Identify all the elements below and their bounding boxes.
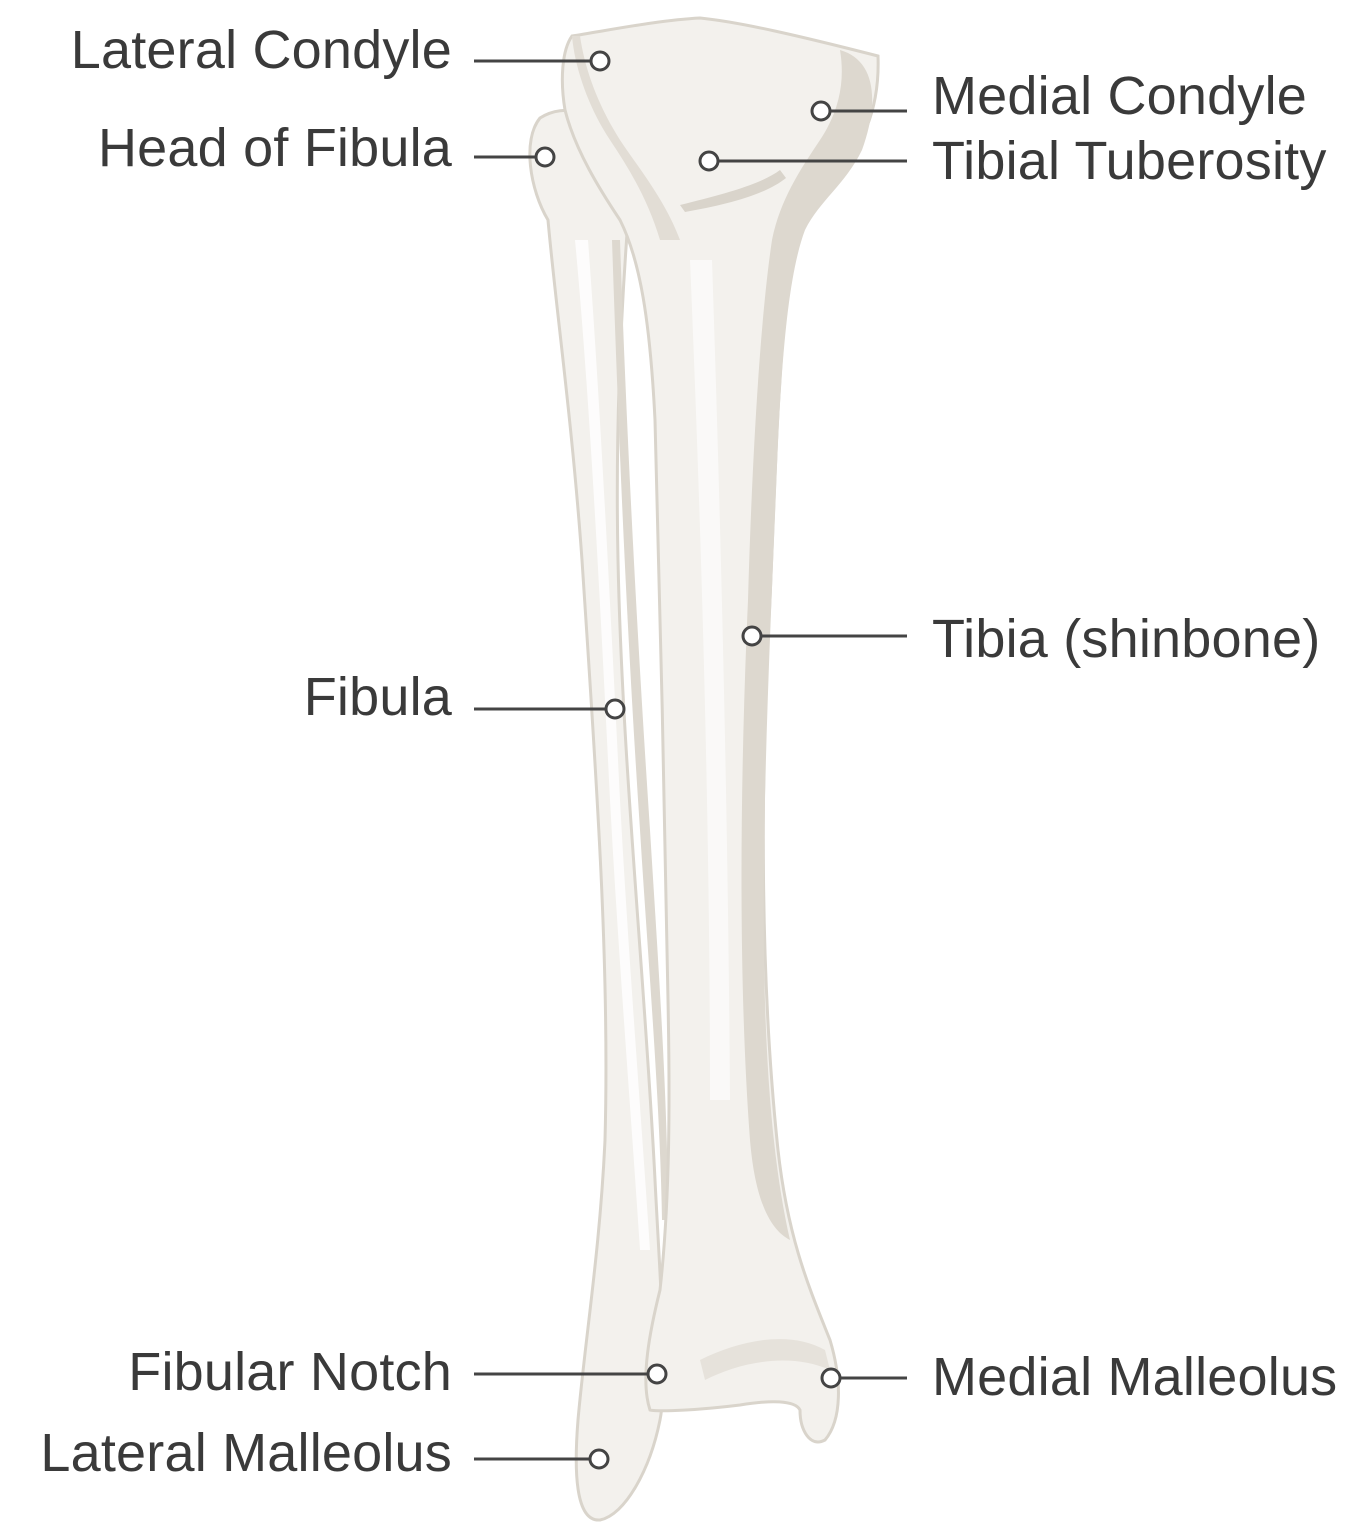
label-fibula: Fibula: [304, 667, 452, 727]
label-medial-condyle: Medial Condyle: [932, 66, 1307, 126]
marker-tibia: [743, 627, 761, 645]
marker-fibula: [606, 700, 624, 718]
label-lateral-malleolus: Lateral Malleolus: [40, 1423, 452, 1483]
marker-tibial-tuberosity: [700, 152, 718, 170]
marker-medial-condyle: [812, 102, 830, 120]
label-lateral-condyle: Lateral Condyle: [71, 20, 452, 80]
label-tibia: Tibia (shinbone): [932, 609, 1320, 669]
marker-fibular-notch: [648, 1365, 666, 1383]
label-fibular-notch: Fibular Notch: [128, 1342, 452, 1402]
marker-lateral-malleolus: [590, 1450, 608, 1468]
marker-medial-malleolus: [822, 1369, 840, 1387]
label-tibial-tuberosity: Tibial Tuberosity: [932, 131, 1327, 191]
label-medial-malleolus: Medial Malleolus: [932, 1347, 1337, 1407]
marker-lateral-condyle: [591, 52, 609, 70]
marker-head-of-fibula: [536, 148, 554, 166]
label-head-of-fibula: Head of Fibula: [98, 118, 452, 178]
